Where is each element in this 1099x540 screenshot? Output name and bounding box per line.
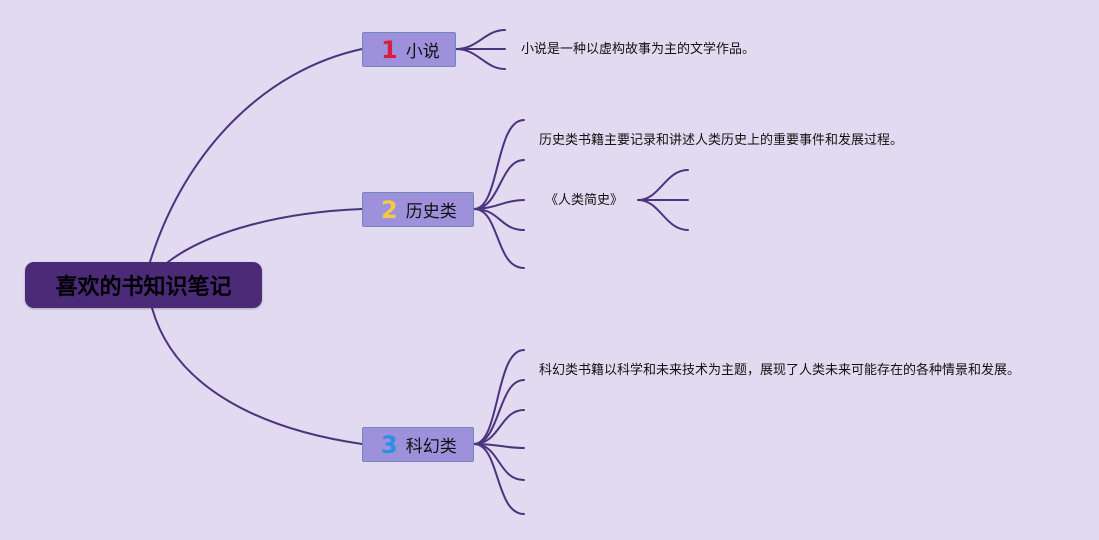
leaf-scifi-description[interactable]: 科幻类书籍以科学和未来技术为主题，展现了人类未来可能存在的各种情景和发展。 — [539, 363, 1021, 378]
connector-root-scifi — [151, 307, 363, 445]
connector-root-novel — [149, 48, 363, 263]
connector-history-fan-5 — [473, 208, 525, 269]
connector-book-fan-bottom — [637, 199, 689, 231]
leaf-history-book[interactable]: 《人类简史》 — [545, 193, 624, 208]
connector-history-fan-3 — [473, 199, 525, 210]
branch-label-history: 历史类 — [405, 202, 457, 222]
number-2-icon: 2 — [381, 195, 398, 224]
connector-history-fan-1 — [473, 119, 525, 210]
branch-label-scifi: 科幻类 — [405, 437, 457, 457]
connector-root-history — [167, 208, 363, 263]
root-node[interactable]: 喜欢的书知识笔记 — [25, 262, 262, 308]
number-3-icon: 3 — [381, 430, 398, 459]
number-1-icon: 1 — [381, 35, 398, 64]
connector-scifi-fan-2 — [473, 379, 525, 445]
connector-book-fan-top — [637, 169, 689, 201]
connector-scifi-fan-5 — [473, 443, 525, 481]
leaf-novel-description[interactable]: 小说是一种以虚构故事为主的文学作品。 — [521, 42, 756, 57]
connector-scifi-fan-6 — [473, 443, 525, 515]
connector-scifi-fan-1 — [473, 349, 525, 445]
branch-node-novel[interactable]: 1 小说 — [362, 32, 456, 67]
connector-novel-fan-bottom — [455, 48, 506, 70]
branch-label-novel: 小说 — [405, 42, 440, 62]
root-node-label: 喜欢的书知识笔记 — [55, 275, 232, 300]
connector-scifi-fan-3 — [473, 409, 525, 445]
branch-node-scifi[interactable]: 3 科幻类 — [362, 427, 474, 462]
connector-novel-fan-top — [455, 29, 506, 50]
branch-node-history[interactable]: 2 历史类 — [362, 192, 474, 227]
leaf-history-description[interactable]: 历史类书籍主要记录和讲述人类历史上的重要事件和发展过程。 — [539, 133, 904, 148]
connector-history-fan-2 — [473, 159, 525, 210]
